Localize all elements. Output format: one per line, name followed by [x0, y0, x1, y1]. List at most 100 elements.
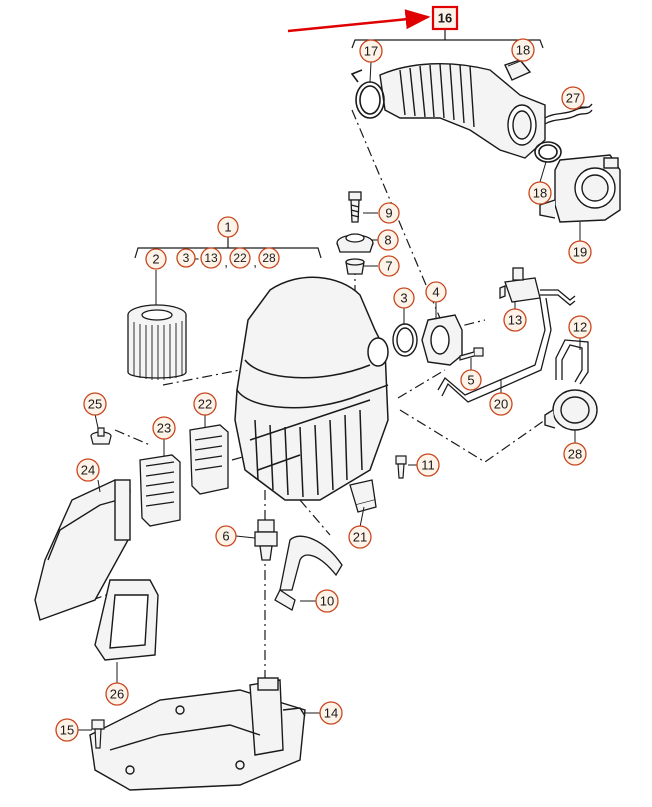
callout-2: 2	[145, 248, 167, 270]
callout-22-group: 22	[229, 247, 251, 269]
callout-12: 12	[568, 315, 592, 339]
callout-24: 24	[76, 458, 100, 482]
svg-text:9: 9	[385, 206, 392, 221]
svg-text:28: 28	[568, 447, 582, 462]
resonator-22	[189, 424, 229, 495]
callout-18-bottom: 18	[528, 181, 552, 205]
callout-21: 21	[348, 525, 372, 549]
svg-text:15: 15	[60, 723, 74, 738]
callout-14: 14	[319, 701, 343, 725]
svg-text:18: 18	[533, 186, 547, 201]
vacuum-hose-12	[555, 339, 589, 385]
svg-text:22: 22	[233, 251, 247, 265]
callout-10: 10	[315, 589, 339, 613]
svg-text:11: 11	[421, 458, 435, 473]
grommet-8	[336, 233, 374, 253]
svg-text:3: 3	[183, 251, 190, 265]
svg-text:18: 18	[516, 43, 530, 58]
air-duct-26	[94, 579, 159, 661]
group-bracket-1	[134, 237, 322, 259]
svg-text:13: 13	[204, 251, 218, 265]
hose-clamp-17	[350, 69, 385, 119]
callout-7: 7	[378, 255, 400, 277]
svg-text:26: 26	[110, 687, 124, 702]
callout-13: 13	[503, 308, 527, 332]
intake-hose-assembly	[379, 59, 546, 159]
callout-5: 5	[460, 369, 482, 391]
filter-element	[127, 304, 187, 380]
callout-28: 28	[563, 442, 587, 466]
callout-16-highlighted: 16	[431, 5, 459, 31]
callout-4: 4	[425, 281, 447, 303]
svg-text:2: 2	[152, 252, 159, 267]
screw-5	[459, 347, 484, 361]
callout-8: 8	[377, 229, 399, 251]
hose-clamp-18	[534, 141, 562, 163]
callout-22: 22	[193, 392, 217, 416]
breather-hose-10	[274, 535, 343, 611]
throttle-body	[539, 154, 621, 223]
svg-text:24: 24	[81, 463, 95, 478]
callout-13-group: 13	[200, 247, 222, 269]
callout-11: 11	[416, 453, 440, 477]
svg-text:22: 22	[198, 397, 212, 412]
callout-17: 17	[359, 39, 383, 63]
bush-7	[345, 258, 365, 275]
svg-text:13: 13	[508, 313, 522, 328]
air-filter-housing	[234, 276, 389, 501]
svg-text:8: 8	[384, 233, 391, 248]
callout-leaders	[78, 59, 590, 731]
svg-text:7: 7	[385, 259, 392, 274]
callout-18-top: 18	[511, 38, 535, 62]
svg-text:25: 25	[88, 397, 102, 412]
svg-text:4: 4	[432, 285, 439, 300]
svg-text:23: 23	[157, 421, 171, 436]
callout-28-group: 28	[258, 247, 280, 269]
sensor-6	[254, 519, 278, 561]
callout-1: 1	[217, 216, 239, 238]
svg-text:1: 1	[224, 220, 231, 235]
callout-26: 26	[105, 682, 129, 706]
callout-6: 6	[215, 525, 237, 547]
svg-text:5: 5	[467, 373, 474, 388]
sleeve-23	[139, 454, 181, 527]
callout-23: 23	[152, 416, 176, 440]
vacuum-hose-20	[437, 289, 576, 403]
svg-text:10: 10	[320, 594, 334, 609]
callout-15: 15	[55, 718, 79, 742]
svg-text:20: 20	[494, 397, 508, 412]
separator-comma-2: ,	[253, 255, 257, 270]
screw-11	[395, 455, 407, 479]
callouts: 17 18 27 18 19 1 9 2 3 - 13 , 22 , 28 8 …	[55, 38, 592, 742]
callout-19: 19	[568, 240, 592, 264]
svg-text:19: 19	[573, 245, 587, 260]
vacuum-unit-28	[544, 389, 598, 431]
highlight-arrow	[287, 9, 431, 33]
solenoid-valve-13	[499, 267, 541, 303]
bolt-25	[90, 427, 112, 445]
svg-text:3: 3	[400, 291, 407, 306]
callout-9: 9	[378, 202, 400, 224]
svg-text:16: 16	[438, 11, 452, 26]
air-duct-24	[34, 479, 131, 621]
support-bracket-14	[89, 677, 306, 791]
svg-text:17: 17	[364, 44, 378, 59]
callout-20: 20	[489, 392, 513, 416]
callout-3-group: 3	[176, 248, 196, 268]
svg-text:6: 6	[222, 529, 229, 544]
bolt-15	[91, 719, 105, 749]
bracket-21	[349, 479, 377, 513]
group-bracket-16	[351, 30, 544, 49]
svg-text:12: 12	[573, 320, 587, 335]
bolt-9	[348, 191, 362, 223]
callout-3: 3	[393, 287, 415, 309]
callout-27: 27	[561, 86, 585, 110]
flange-4	[421, 314, 463, 366]
svg-text:27: 27	[566, 91, 580, 106]
separator-dash: -	[195, 251, 199, 266]
svg-text:28: 28	[262, 251, 276, 265]
seal-ring-3	[392, 323, 418, 357]
svg-text:21: 21	[353, 530, 367, 545]
svg-text:14: 14	[324, 706, 338, 721]
